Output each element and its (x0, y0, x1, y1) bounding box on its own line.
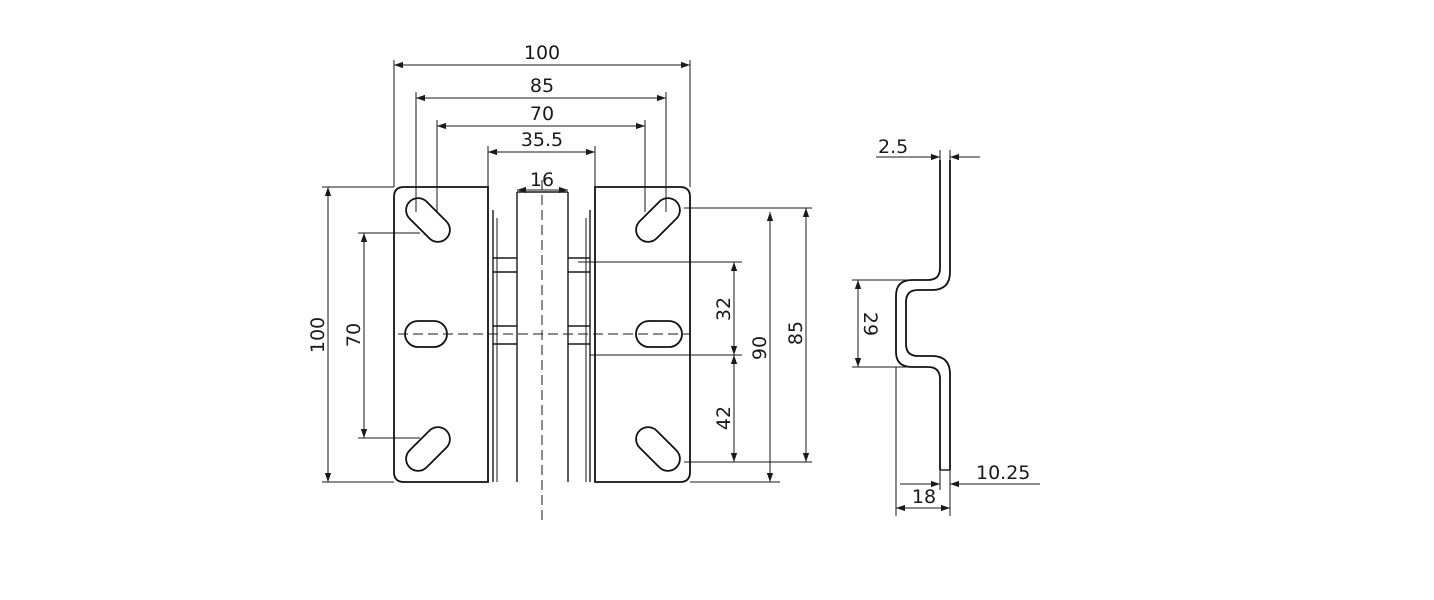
side-dimensions (852, 150, 1040, 516)
right-dimensions (578, 207, 812, 483)
dim-right-height-90: 90 (749, 336, 771, 360)
dim-offset-depth: 18 (912, 486, 936, 508)
dim-leaf-gap: 35.5 (521, 129, 563, 151)
left-bottom-hole (405, 426, 451, 472)
right-middle-slot (635, 320, 683, 348)
left-middle-slot (404, 320, 448, 348)
dim-upper-hole-offset: 32 (713, 297, 735, 321)
right-bottom-hole (635, 426, 681, 472)
top-dimensions (393, 60, 691, 212)
right-top-hole (635, 197, 681, 243)
dim-inner-hole-spacing: 70 (530, 103, 554, 125)
dim-right-height-85: 85 (785, 321, 807, 345)
dim-offset-height: 29 (859, 312, 881, 336)
right-leaf-outline (594, 186, 691, 483)
left-leaf-outline (393, 186, 489, 483)
left-dimensions (322, 186, 420, 483)
dim-thickness: 2.5 (878, 136, 908, 158)
side-profile-inner (905, 160, 951, 470)
side-view: 2.5 29 18 10.25 (852, 136, 1040, 516)
dim-left-hole-spacing: 70 (343, 323, 365, 347)
dim-pin-width: 16 (530, 169, 554, 191)
dim-outer-hole-spacing: 85 (530, 75, 554, 97)
dim-overall-height: 100 (307, 317, 329, 353)
side-profile-outer (895, 160, 941, 470)
dim-lower-hole-offset: 42 (713, 406, 735, 430)
dim-edge-distance: 10.25 (976, 462, 1030, 484)
front-view: 100 85 70 35.5 16 100 70 32 42 (307, 42, 812, 522)
dim-overall-width: 100 (524, 42, 560, 64)
knuckle-lines (492, 191, 591, 482)
left-top-hole (405, 197, 451, 243)
